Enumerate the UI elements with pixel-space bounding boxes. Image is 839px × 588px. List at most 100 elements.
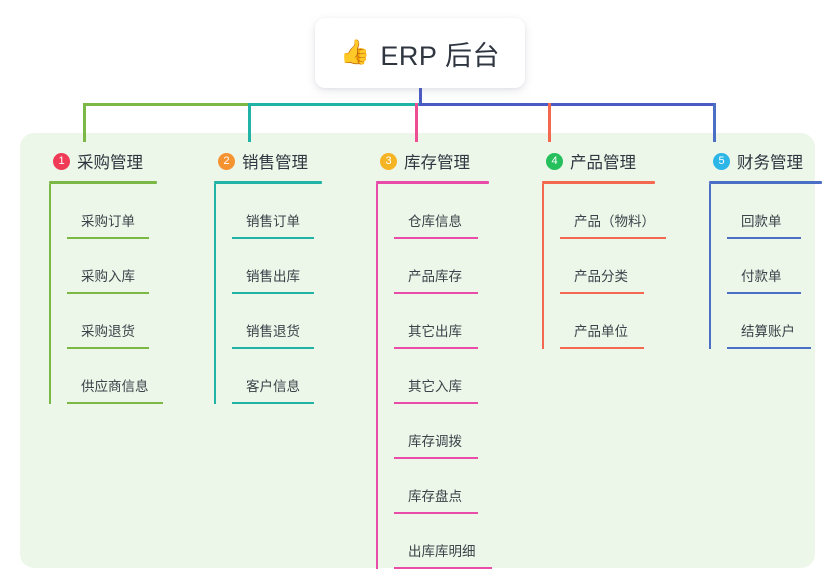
leaf-item-rule: [394, 512, 478, 514]
leaf-item-rule: [394, 457, 478, 459]
leaf-item-label: 采购订单: [81, 214, 135, 229]
leaf-item[interactable]: 付款单: [727, 239, 839, 294]
branch-header-rule-1: [49, 181, 157, 184]
branch-column-1: 1 采购管理采购订单采购入库采购退货供应商信息: [35, 148, 185, 404]
leaf-item-rule: [67, 292, 149, 294]
branch-number-badge-5: 5: [713, 152, 730, 170]
leaf-item-rule: [727, 237, 801, 239]
root-node-card[interactable]: 👍 ERP 后台: [315, 18, 525, 88]
leaf-item-rule: [67, 347, 149, 349]
leaf-item-label: 仓库信息: [408, 214, 462, 229]
leaf-list-3: 仓库信息产品库存其它出库其它入库库存调拨库存盘点出库库明细: [376, 184, 512, 569]
diagram-panel: [20, 133, 815, 568]
leaf-item[interactable]: 产品单位: [560, 294, 678, 349]
connector-bus-segment-3: [419, 103, 716, 106]
leaf-item-label: 库存调拨: [408, 434, 462, 449]
leaf-item[interactable]: 其它入库: [394, 349, 512, 404]
leaf-item[interactable]: 出库库明细: [394, 514, 512, 569]
branch-column-2: 2 销售管理销售订单销售出库销售退货客户信息: [200, 148, 350, 404]
leaf-item[interactable]: 客户信息: [232, 349, 350, 404]
leaf-list-5: 回款单付款单结算账户: [709, 184, 839, 349]
leaf-item-rule: [394, 292, 478, 294]
branch-header-label: 采购管理: [77, 154, 143, 172]
branch-column-5: 5 财务管理回款单付款单结算账户: [695, 148, 839, 349]
leaf-item-label: 其它出库: [408, 324, 462, 339]
leaf-item-label: 其它入库: [408, 379, 462, 394]
leaf-trunk-line-5: [709, 184, 711, 349]
leaf-item[interactable]: 产品分类: [560, 239, 678, 294]
branch-header-label: 财务管理: [737, 154, 803, 172]
leaf-item-rule: [394, 237, 478, 239]
branch-header-rule-2: [214, 181, 322, 184]
root-node-label: ERP 后台: [380, 40, 500, 71]
leaf-item-label: 销售退货: [246, 324, 300, 339]
leaf-item[interactable]: 采购入库: [67, 239, 185, 294]
connector-drop-5: [713, 103, 716, 142]
branch-header-label: 产品管理: [570, 154, 636, 172]
leaf-item-rule: [727, 292, 801, 294]
leaf-item-label: 采购退货: [81, 324, 135, 339]
branch-header-2[interactable]: 2 销售管理: [200, 148, 350, 174]
leaf-item[interactable]: 产品（物料）: [560, 184, 678, 239]
connector-stem: [419, 88, 422, 106]
leaf-item[interactable]: 销售订单: [232, 184, 350, 239]
leaf-item-label: 客户信息: [246, 379, 300, 394]
branch-header-rule-4: [542, 181, 655, 184]
connector-bus-segment-2: [248, 103, 422, 106]
leaf-item[interactable]: 结算账户: [727, 294, 839, 349]
leaf-item-label: 回款单: [741, 214, 782, 229]
leaf-item-label: 产品（物料）: [574, 214, 655, 229]
leaf-item-label: 产品分类: [574, 269, 628, 284]
leaf-item-rule: [394, 347, 478, 349]
connector-drop-3: [415, 103, 418, 142]
connector-drop-1: [83, 103, 86, 142]
root-node-content: 👍 ERP 后台: [340, 34, 500, 73]
leaf-item-label: 销售出库: [246, 269, 300, 284]
branch-header-rule-3: [376, 181, 489, 184]
branch-header-label: 销售管理: [242, 154, 308, 172]
leaf-item[interactable]: 产品库存: [394, 239, 512, 294]
leaf-item-rule: [560, 292, 644, 294]
leaf-item-label: 采购入库: [81, 269, 135, 284]
branch-header-5[interactable]: 5 财务管理: [695, 148, 839, 174]
leaf-item-rule: [560, 237, 666, 239]
leaf-item-label: 结算账户: [741, 324, 795, 339]
leaf-item-rule: [232, 402, 314, 404]
branch-header-3[interactable]: 3 库存管理: [362, 148, 512, 174]
leaf-item-rule: [727, 347, 811, 349]
leaf-trunk-line-3: [376, 184, 378, 569]
leaf-item[interactable]: 供应商信息: [67, 349, 185, 404]
leaf-item[interactable]: 其它出库: [394, 294, 512, 349]
leaf-item[interactable]: 回款单: [727, 184, 839, 239]
leaf-item[interactable]: 采购订单: [67, 184, 185, 239]
branch-number-badge-3: 3: [380, 152, 397, 170]
leaf-list-4: 产品（物料） 产品分类产品单位: [542, 184, 678, 349]
leaf-item-label: 销售订单: [246, 214, 300, 229]
leaf-item[interactable]: 采购退货: [67, 294, 185, 349]
leaf-list-2: 销售订单销售出库销售退货客户信息: [214, 184, 350, 404]
leaf-list-1: 采购订单采购入库采购退货供应商信息: [49, 184, 185, 404]
leaf-trunk-line-4: [542, 184, 544, 349]
leaf-item-rule: [232, 292, 314, 294]
thumbs-up-icon: 👍: [340, 39, 371, 66]
leaf-item[interactable]: 库存调拨: [394, 404, 512, 459]
leaf-item[interactable]: 库存盘点: [394, 459, 512, 514]
branch-header-label: 库存管理: [404, 154, 470, 172]
leaf-item-rule: [394, 402, 478, 404]
branch-number-badge-1: 1: [53, 152, 70, 170]
leaf-item[interactable]: 销售出库: [232, 239, 350, 294]
branch-header-rule-5: [709, 181, 822, 184]
leaf-item-label: 付款单: [741, 269, 782, 284]
branch-header-1[interactable]: 1 采购管理: [35, 148, 185, 174]
branch-column-3: 3 库存管理仓库信息产品库存其它出库其它入库库存调拨库存盘点出库库明细: [362, 148, 512, 569]
leaf-item-rule: [232, 347, 314, 349]
connector-bus-segment-1: [83, 103, 251, 106]
leaf-item[interactable]: 仓库信息: [394, 184, 512, 239]
leaf-item-rule: [560, 347, 644, 349]
branch-number-badge-2: 2: [218, 152, 235, 170]
leaf-item[interactable]: 销售退货: [232, 294, 350, 349]
leaf-trunk-line-2: [214, 184, 216, 404]
leaf-item-rule: [394, 567, 492, 569]
